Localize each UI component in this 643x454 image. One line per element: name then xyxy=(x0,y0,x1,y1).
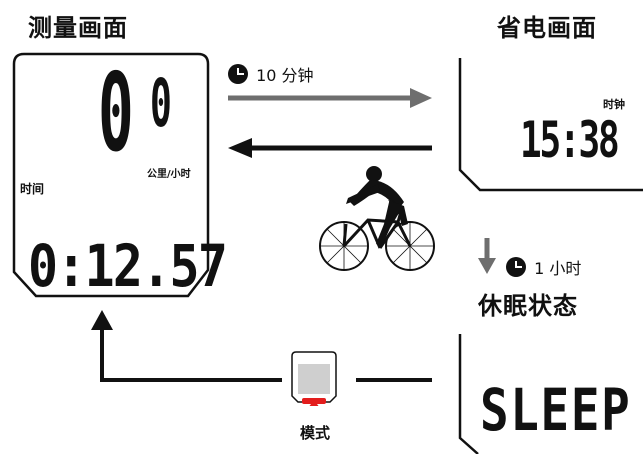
measure-screen-heading: 测量画面 xyxy=(28,14,128,42)
clock-icon xyxy=(506,257,526,277)
arrow-to-power-save-head xyxy=(410,88,432,108)
power-save-screen-display xyxy=(458,58,643,192)
cyclist-icon xyxy=(319,166,435,271)
to-sleep-duration: 1 小时 xyxy=(534,259,582,278)
sleep-screen-display xyxy=(458,334,479,454)
speed-unit-label: 公里/小时 xyxy=(147,169,191,180)
elapsed-time-readout: 0:12.57 xyxy=(28,232,228,300)
measure-screen-display xyxy=(12,52,210,298)
to-power-save-duration: 10 分钟 xyxy=(256,66,314,85)
to-power-save-note: 10 分钟 xyxy=(228,62,314,86)
speed-small-digit: 0 xyxy=(150,65,172,142)
sleep-readout: SLEEP xyxy=(480,376,632,444)
clock-icon xyxy=(228,64,248,84)
clock-label: 时钟 xyxy=(603,98,625,111)
sleep-screen-heading: 休眠状态 xyxy=(478,292,578,320)
arrow-to-measure-head xyxy=(228,138,252,158)
arrow-to-sleep-head xyxy=(478,258,496,274)
device-mode-button[interactable] xyxy=(286,350,352,406)
speed-main-digit: 0 xyxy=(98,51,134,176)
wake-path-return xyxy=(100,326,282,382)
clock-readout: 15:38 xyxy=(520,111,620,169)
wake-arrow-head xyxy=(91,310,113,330)
to-sleep-note: 1 小时 xyxy=(506,255,581,279)
mode-button-label: 模式 xyxy=(300,424,331,442)
time-label: 时间 xyxy=(20,182,45,196)
power-save-screen-heading: 省电画面 xyxy=(497,14,597,42)
